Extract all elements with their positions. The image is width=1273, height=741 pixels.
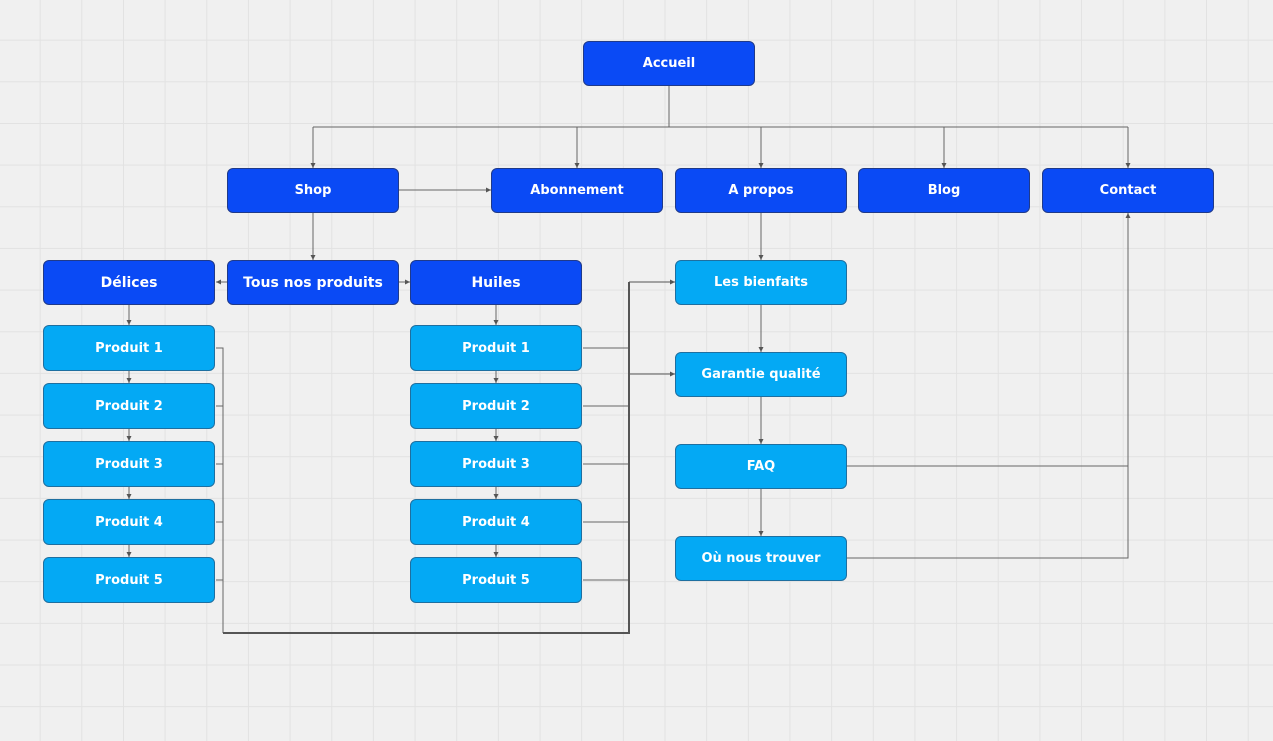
node-delices-produit-3[interactable]: Produit 3 (43, 441, 215, 487)
node-label: Produit 3 (95, 456, 163, 472)
node-les-bienfaits[interactable]: Les bienfaits (675, 260, 847, 305)
node-ou-nous-trouver-label: Où nous trouver (701, 551, 821, 566)
node-blog-label: Blog (927, 183, 961, 198)
node-les-bienfaits-label: Les bienfaits (713, 275, 809, 290)
node-label: Produit 4 (95, 514, 163, 530)
node-shop[interactable]: Shop (227, 168, 399, 213)
node-label: Produit 5 (95, 572, 163, 588)
node-garantie-qualite[interactable]: Garantie qualité (675, 352, 847, 397)
node-huiles-produit-1[interactable]: Produit 1 (410, 325, 582, 371)
node-delices-produit-4[interactable]: Produit 4 (43, 499, 215, 545)
node-tous-nos-produits-label: Tous nos produits (243, 274, 383, 291)
node-delices[interactable]: Délices (43, 260, 215, 305)
node-a-propos[interactable]: A propos (675, 168, 847, 213)
node-abonnement-label: Abonnement (530, 183, 624, 198)
node-garantie-qualite-label: Garantie qualité (701, 367, 821, 382)
node-huiles[interactable]: Huiles (410, 260, 582, 305)
node-ou-nous-trouver[interactable]: Où nous trouver (675, 536, 847, 581)
node-label: Produit 2 (462, 398, 530, 414)
node-huiles-produit-5[interactable]: Produit 5 (410, 557, 582, 603)
node-huiles-label: Huiles (471, 274, 521, 291)
node-label: Produit 1 (462, 340, 530, 356)
node-blog[interactable]: Blog (858, 168, 1030, 213)
node-huiles-produit-3[interactable]: Produit 3 (410, 441, 582, 487)
node-delices-label: Délices (100, 274, 158, 291)
node-contact[interactable]: Contact (1042, 168, 1214, 213)
node-accueil-label: Accueil (642, 56, 696, 71)
node-label: Produit 3 (462, 456, 530, 472)
node-label: Produit 4 (462, 514, 530, 530)
edge-products-main-bus (223, 282, 630, 634)
node-tous-nos-produits[interactable]: Tous nos produits (227, 260, 399, 305)
node-shop-label: Shop (294, 183, 332, 198)
node-abonnement[interactable]: Abonnement (491, 168, 663, 213)
node-contact-label: Contact (1099, 183, 1157, 198)
edge-trouver-contact (847, 213, 1131, 559)
node-huiles-produit-4[interactable]: Produit 4 (410, 499, 582, 545)
node-label: Produit 5 (462, 572, 530, 588)
node-delices-produit-1[interactable]: Produit 1 (43, 325, 215, 371)
node-delices-produit-2[interactable]: Produit 2 (43, 383, 215, 429)
edge-delices-bus (216, 347, 224, 633)
node-accueil[interactable]: Accueil (583, 41, 755, 86)
node-label: Produit 1 (95, 340, 163, 356)
node-a-propos-label: A propos (728, 183, 794, 198)
node-label: Produit 2 (95, 398, 163, 414)
node-delices-produit-5[interactable]: Produit 5 (43, 557, 215, 603)
node-huiles-produit-2[interactable]: Produit 2 (410, 383, 582, 429)
node-faq[interactable]: FAQ (675, 444, 847, 489)
node-faq-label: FAQ (746, 459, 776, 474)
